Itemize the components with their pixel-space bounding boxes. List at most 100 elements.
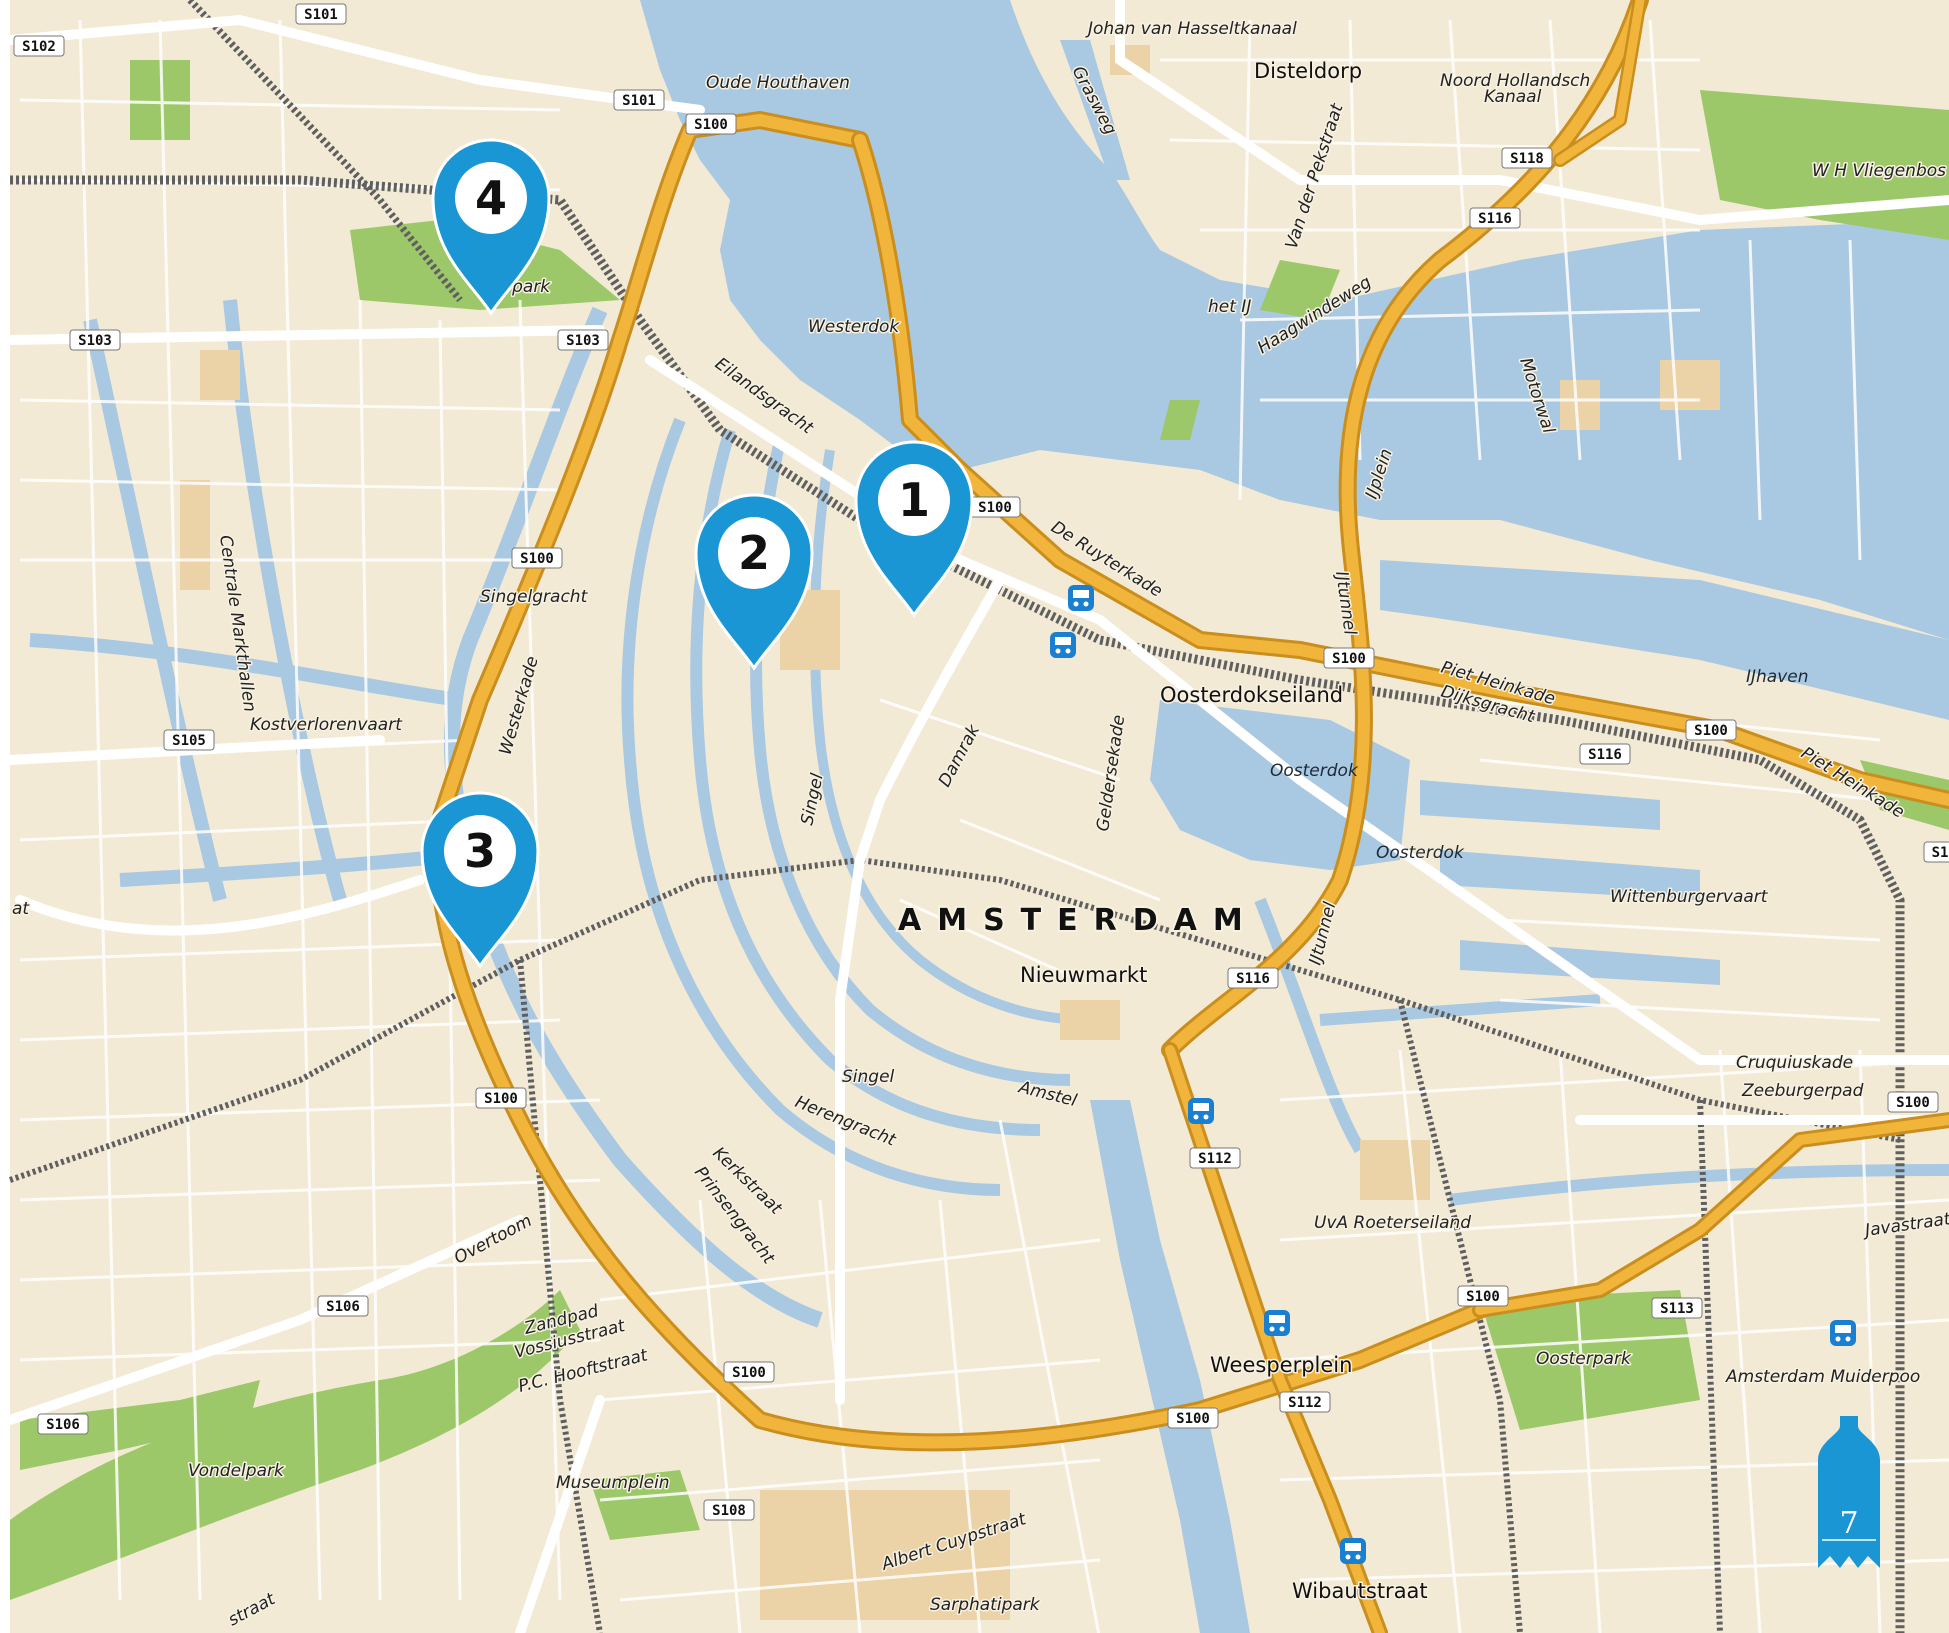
road-shield-label: S100: [1332, 651, 1366, 667]
place-label: Sarphatipark: [930, 1595, 1041, 1615]
railway-south: [9, 856, 1901, 1183]
park-north-green: [130, 60, 190, 140]
place-label: Singel: [842, 1067, 895, 1087]
road-shield-label: S100: [1176, 1411, 1210, 1427]
train-station-icon[interactable]: [1068, 585, 1094, 611]
road-shield-label: S100: [1466, 1289, 1500, 1305]
road-shield: S106: [317, 1295, 369, 1317]
road-shield-label: S100: [484, 1091, 518, 1107]
train-station-icon[interactable]: [1830, 1320, 1856, 1346]
road-shield: S116: [1469, 207, 1521, 229]
place-label: Zeeburgerpad: [1741, 1081, 1864, 1101]
road-shield-label: S105: [172, 733, 206, 749]
building-block: [200, 350, 240, 400]
park-sarphatipark: [590, 1470, 700, 1540]
west-canals: [29, 299, 501, 902]
park-vondelpark-upper: [20, 1380, 260, 1470]
road-shield-label: S116: [1588, 747, 1622, 763]
place-label: Noord Hollandsch: [1440, 71, 1590, 91]
road-shield: S113: [1651, 1297, 1703, 1319]
map-pin-4[interactable]: 4: [431, 138, 551, 316]
road-s106: [5, 1215, 525, 1425]
road-shield: S101: [295, 3, 347, 25]
road-shield: S103: [69, 329, 121, 351]
road-shield-label: S100: [520, 551, 554, 567]
page-badge: [1818, 1416, 1880, 1568]
road-shields: S101 S102 S101 S100 S118 S116 S103 S103 …: [13, 3, 1949, 1521]
road-overtoom: [15, 875, 425, 936]
road-shield-label: S101: [304, 7, 338, 23]
railway-west-branch: [187, 0, 463, 303]
place-label: Oosterpark: [1536, 1349, 1632, 1369]
wittenburg-docks: [1420, 780, 1720, 985]
place-label: Johan van Hasseltkanaal: [1085, 19, 1297, 39]
building-block: [1060, 1000, 1120, 1040]
canal-ring-4: [809, 449, 1091, 1025]
map-pin-label: 2: [738, 526, 770, 580]
park-north: [1160, 260, 1340, 440]
road-shield: S100: [1887, 1091, 1939, 1113]
road-shield-label: S108: [712, 1503, 746, 1519]
road-shield: S116: [1579, 743, 1631, 765]
road-shield: S100: [1323, 647, 1375, 669]
map-pin-label: 1: [898, 473, 930, 527]
road-shield: S100: [1167, 1407, 1219, 1429]
road-shield-label: S1: [1932, 845, 1949, 861]
road-shield: S108: [703, 1499, 755, 1521]
place-label: Oosterdokseiland: [1160, 683, 1343, 707]
metro-station-icon[interactable]: [1264, 1310, 1290, 1336]
road-shield: S105: [163, 729, 215, 751]
building-block: [1360, 1140, 1430, 1200]
map-pin-1[interactable]: 1: [854, 440, 974, 618]
map-pin-label: 3: [464, 824, 496, 878]
park-oosterpark: [1480, 1290, 1700, 1430]
road-shield-label: S100: [1896, 1095, 1930, 1111]
place-label: at: [12, 899, 30, 919]
road-shield: S103: [557, 329, 609, 351]
place-label: Cruquiuskade: [1736, 1053, 1853, 1073]
parks: [10, 60, 1949, 1600]
building-block: [1560, 380, 1600, 430]
place-label: Museumplein: [556, 1473, 670, 1493]
place-label: Wittenburgervaart: [1610, 887, 1769, 907]
road-shield: S100: [475, 1087, 527, 1109]
place-label: Oosterdok: [1376, 843, 1465, 863]
road-shield-label: S112: [1198, 1151, 1232, 1167]
road-shield: S116: [1227, 967, 1279, 989]
place-label: Nieuwmarkt: [1020, 963, 1147, 987]
road-shield-label: S100: [732, 1365, 766, 1381]
left-page-edge: [0, 0, 10, 1633]
train-station-icon[interactable]: [1050, 632, 1076, 658]
road-shield: S100: [511, 547, 563, 569]
place-label: Kostverlorenvaart: [250, 715, 403, 735]
road-shield-label: S113: [1660, 1301, 1694, 1317]
road-shield-label: S106: [326, 1299, 360, 1315]
bottle-badge-icon: [1818, 1416, 1880, 1568]
page-number: 7: [1839, 1506, 1859, 1541]
road-shield-label: S100: [694, 117, 728, 133]
road-west-arterial: [5, 14, 705, 115]
map-pin-3[interactable]: 3: [420, 791, 540, 969]
road-shield: S112: [1279, 1391, 1331, 1413]
road-shield-label: S101: [622, 93, 656, 109]
road-shield: S100: [1685, 719, 1737, 741]
road-museumplein: [515, 1395, 605, 1633]
road-shield: S101: [613, 89, 665, 111]
amstel-river: [1090, 1100, 1250, 1633]
park-vondelpark: [10, 1290, 580, 1600]
road-damrak: [835, 575, 1005, 1405]
place-label: Amsterdam Muiderpoo: [1725, 1367, 1920, 1387]
map-pin-2[interactable]: 2: [694, 493, 814, 671]
map-markers: 1 2 3 4: [420, 138, 974, 969]
place-label: Westerdok: [808, 317, 900, 337]
metro-station-icon[interactable]: [1188, 1098, 1214, 1124]
road-shield-label: S118: [1510, 151, 1544, 167]
road-shield: S112: [1189, 1147, 1241, 1169]
road-shield-label: S116: [1236, 971, 1270, 987]
place-label: Singelgracht: [480, 587, 589, 607]
metro-station-icon[interactable]: [1340, 1538, 1366, 1564]
place-label: Vondelpark: [188, 1461, 285, 1481]
building-block: [1660, 360, 1720, 410]
